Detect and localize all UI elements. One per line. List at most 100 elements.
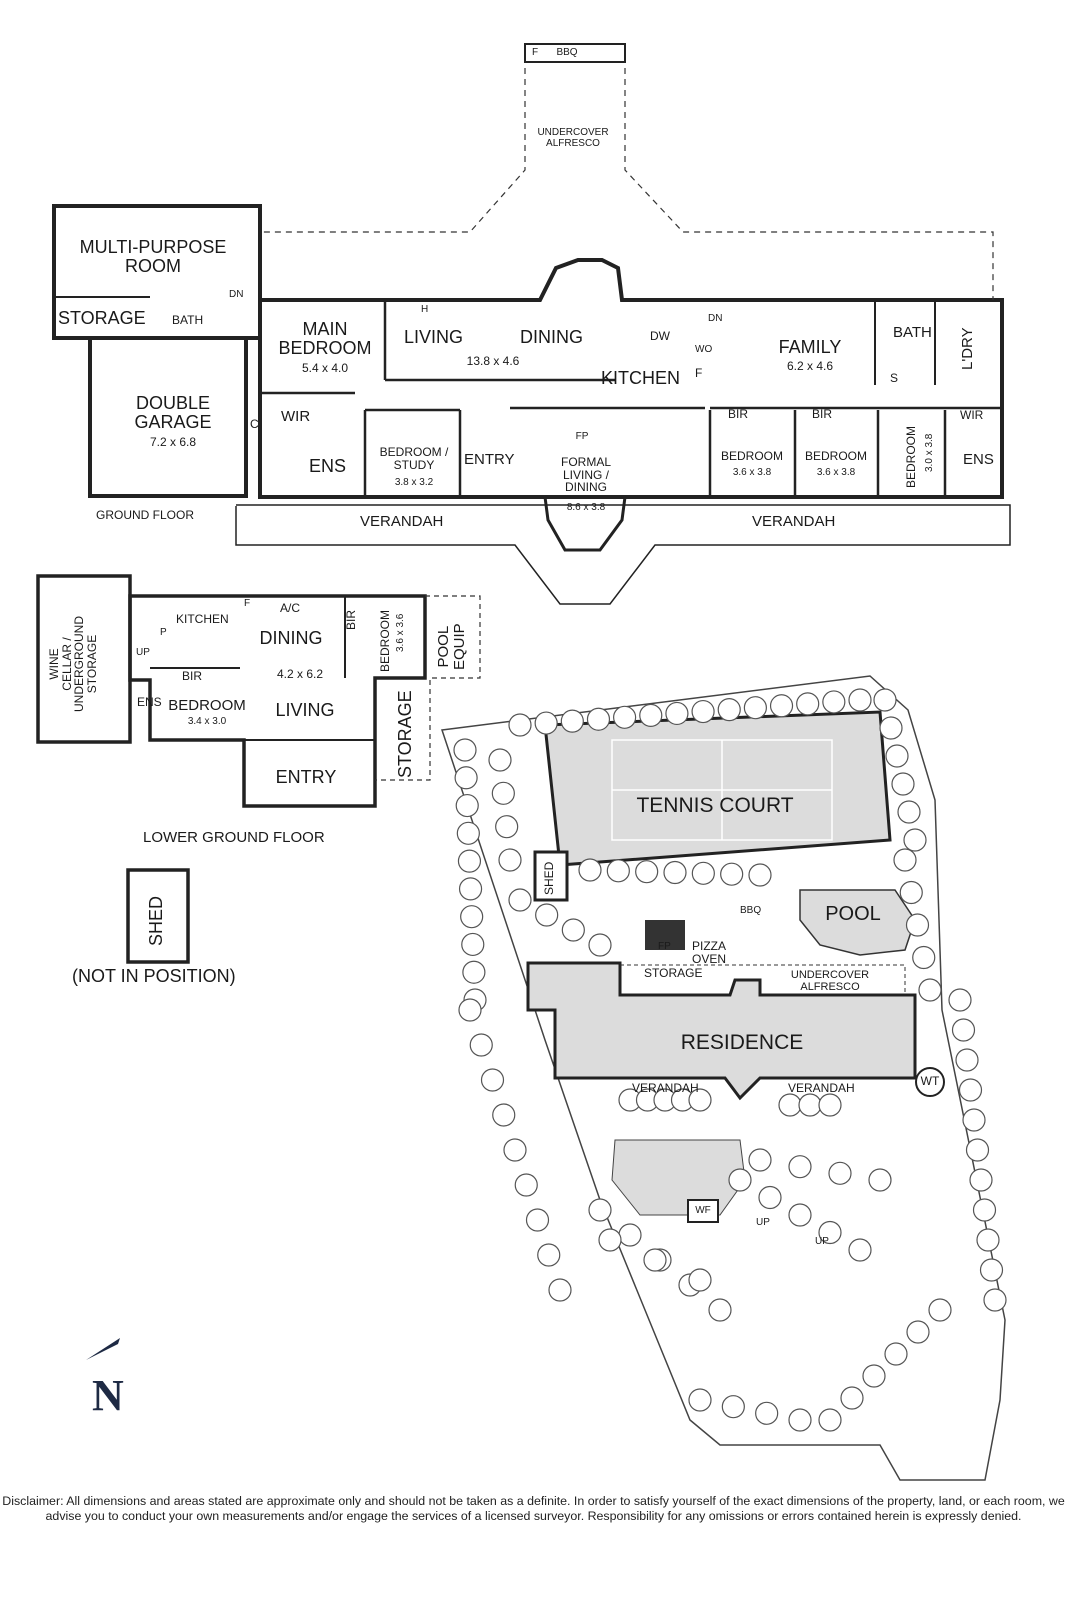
tree-icon — [903, 828, 927, 852]
tree-icon — [691, 861, 715, 885]
tree-icon — [972, 1198, 997, 1222]
disclaimer-text: Disclaimer: All dimensions and areas sta… — [2, 1494, 1065, 1523]
ens-right-label: ENS — [963, 451, 994, 468]
tree-icon — [606, 859, 630, 883]
lower-bir-top-label: BIR — [344, 609, 358, 630]
tree-icon — [891, 772, 915, 796]
tree-icon — [848, 1238, 872, 1262]
wf-label: WF — [695, 1205, 711, 1216]
tree-icon — [884, 1342, 908, 1366]
main-wir-label: WIR — [281, 408, 311, 425]
site-bbq-label: BBQ — [740, 905, 762, 916]
family-label: FAMILY — [778, 337, 842, 357]
bedroom-c-label: BEDROOM — [904, 425, 918, 488]
main-bedroom-size: 5.4 x 4.0 — [301, 361, 349, 375]
bedroom-study-label: BEDROOM / STUDY — [379, 445, 449, 472]
tree-icon — [588, 1198, 612, 1222]
tree-icon — [818, 1220, 842, 1245]
tree-icon — [458, 877, 483, 901]
verandah-left-label: VERANDAH — [360, 513, 444, 530]
tree-icon — [912, 945, 936, 970]
tree-icon — [453, 738, 477, 762]
verandah-right-label: VERANDAH — [752, 513, 836, 530]
tree-icon — [508, 713, 532, 737]
ground-floor-label: GROUND FLOOR — [96, 508, 195, 522]
fireplace-marker: FP — [575, 431, 589, 442]
tree-icon — [618, 1223, 642, 1247]
lower-storage-label: STORAGE — [395, 690, 415, 778]
site-up-b-label: UP — [815, 1236, 829, 1247]
site-residence — [526, 961, 917, 1101]
family-size: 6.2 x 4.6 — [786, 359, 834, 373]
water-tank-label: WT — [920, 1074, 940, 1088]
double-garage-size: 7.2 x 6.8 — [149, 435, 197, 449]
tree-icon — [688, 1268, 712, 1292]
tree-icon — [958, 1078, 983, 1102]
stairs-dn-right-label: DN — [708, 313, 723, 324]
tree-icon — [457, 849, 482, 873]
tree-icon — [743, 696, 767, 720]
heater-marker: H — [421, 304, 429, 315]
wine-cellar-label: WINE CELLAR / UNDERGROUND STORAGE — [47, 616, 99, 712]
tree-icon — [561, 918, 585, 942]
wf-box — [687, 1199, 719, 1223]
tree-icon — [788, 1155, 812, 1179]
shed-label: SHED — [146, 895, 166, 946]
tree-icon — [548, 1278, 572, 1302]
tree-icon — [822, 690, 846, 714]
c-marker: C — [250, 417, 259, 431]
living-label: LIVING — [404, 327, 464, 347]
tree-icon — [639, 703, 663, 727]
tree-icon — [905, 913, 930, 937]
tree-icon — [498, 848, 522, 872]
tree-icon — [586, 707, 611, 731]
dining-label: DINING — [520, 327, 583, 347]
bedroom-a-label: BEDROOM — [720, 449, 784, 463]
bedroom-b-size: 3.6 x 3.8 — [816, 467, 856, 478]
tree-icon — [976, 1228, 1000, 1252]
bath-label: BATH — [893, 324, 932, 341]
tree-icon — [480, 1068, 505, 1092]
entry-label: ENTRY — [464, 451, 515, 468]
tree-icon — [748, 1148, 772, 1172]
tree-icon — [748, 863, 772, 887]
tree-icon — [488, 748, 512, 772]
double-garage-label: DOUBLE GARAGE — [134, 393, 212, 432]
bir-b-label: BIR — [812, 407, 833, 421]
tree-icon — [788, 1203, 812, 1227]
tree-icon — [728, 1168, 752, 1192]
site-verandah-right-label: VERANDAH — [788, 1081, 855, 1095]
pool-equip-outline — [375, 595, 481, 781]
wir-right-label: WIR — [960, 408, 984, 422]
tree-icon — [708, 1298, 732, 1322]
tree-icon — [534, 711, 558, 735]
lower-bedroom-right-label: BEDROOM — [378, 609, 392, 672]
tree-icon — [897, 800, 921, 824]
tree-icon — [455, 793, 479, 818]
pizza-oven-label: PIZZA OVEN — [691, 939, 727, 966]
tree-icon — [535, 903, 559, 927]
lower-floor-label: LOWER GROUND FLOOR — [143, 829, 325, 846]
alfresco-outline — [262, 46, 994, 300]
tennis-court-lines — [611, 739, 833, 841]
lower-bedroom-left-label: BEDROOM — [168, 697, 246, 714]
pool-equip-label: POOL EQUIP — [435, 623, 468, 670]
tree-icon — [818, 1093, 842, 1117]
tree-icon — [588, 933, 612, 957]
storage-label: STORAGE — [58, 308, 146, 328]
residence-label: RESIDENCE — [680, 1031, 804, 1054]
pantry-marker: P — [160, 627, 167, 638]
multi-purpose-room-label: MULTI-PURPOSE ROOM — [79, 237, 227, 276]
tree-icon — [503, 1138, 527, 1162]
wo-label: WO — [695, 344, 713, 355]
dw-label: DW — [650, 329, 670, 343]
tree-icon — [948, 988, 972, 1012]
lower-kitchen-label: KITCHEN — [176, 612, 229, 626]
lower-entry-label: ENTRY — [275, 767, 337, 787]
bedroom-b-label: BEDROOM — [804, 449, 868, 463]
laundry-label: L'DRY — [959, 327, 976, 370]
shed-note: (NOT IN POSITION) — [72, 966, 236, 986]
ground-floor-walls — [52, 204, 1004, 552]
pizza-oven-block — [645, 920, 685, 950]
formal-living-label: FORMAL LIVING / DINING — [560, 455, 612, 495]
